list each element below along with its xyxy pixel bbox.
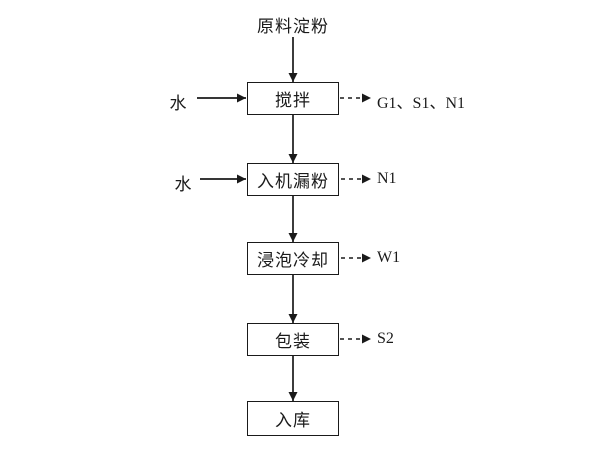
process-box-storage: 入库 [247, 401, 339, 436]
process-label-packaging: 包装 [275, 332, 311, 351]
emission-label-extruding: N1 [377, 170, 397, 187]
source-material-label: 原料淀粉 [257, 17, 329, 36]
emission-label-mixing: G1、S1、N1 [377, 95, 466, 112]
process-box-packaging: 包装 [247, 323, 339, 356]
process-label-extruding: 入机漏粉 [257, 172, 329, 191]
process-box-extruding: 入机漏粉 [247, 163, 339, 196]
water-input-label-mixing: 水 [169, 94, 187, 113]
water-input-label-extruding: 水 [174, 175, 192, 194]
emission-label-soaking-cooling: W1 [377, 249, 401, 266]
process-box-mixing: 搅拌 [247, 82, 339, 115]
process-label-soaking-cooling: 浸泡冷却 [257, 251, 329, 270]
process-label-storage: 入库 [275, 411, 311, 430]
emission-label-packaging: S2 [377, 330, 394, 347]
process-box-soaking-cooling: 浸泡冷却 [247, 242, 339, 275]
process-label-mixing: 搅拌 [275, 91, 311, 110]
